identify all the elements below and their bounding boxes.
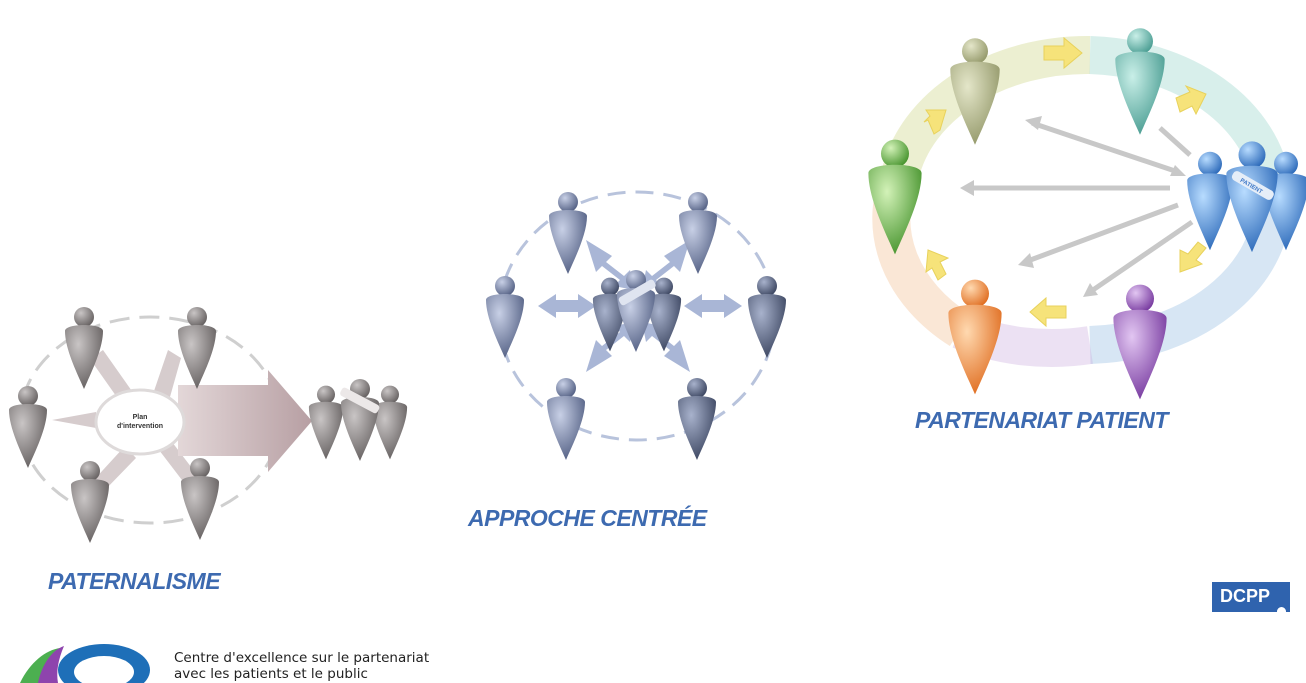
partner-patient-sash: [1231, 171, 1274, 200]
approche-double-arrows: [538, 240, 742, 372]
dcpp-badge: DCPP: [1212, 582, 1290, 612]
paternalisme-family-right-figure: [372, 385, 408, 460]
approche-specialist-figure: [748, 276, 786, 358]
partenariat-link-heads: [960, 116, 1186, 297]
plan-intervention-hub: [94, 388, 186, 456]
footer-line-1: Centre d'excellence sur le partenariat: [174, 650, 430, 666]
partenariat-cycle-arrows: [923, 36, 1207, 328]
footer-organization-name: Centre d'excellence sur le partenariat a…: [174, 650, 429, 682]
approche-centree-diagram: [486, 190, 786, 460]
logo-ring-center: [74, 656, 134, 683]
paternalisme-diagram: Plan d'intervention: [9, 307, 408, 543]
approche-patient-sash: [618, 279, 656, 306]
approche-doctor-figure: [549, 192, 587, 274]
partenariat-patient-title: PARTENARIAT PATIENT: [915, 407, 1168, 433]
centre-excellence-logo: [20, 644, 150, 683]
approche-professional-figure: [486, 276, 524, 358]
approche-centree-title: APPROCHE CENTRÉE: [468, 505, 707, 531]
logo-purple-shape: [38, 646, 64, 683]
paternalisme-doctor-figure: [65, 307, 103, 389]
partner-family-left-figure: [1187, 151, 1233, 251]
paternalisme-professional-figure: [9, 386, 47, 468]
partner-nurse-figure: [948, 279, 1002, 395]
partenariat-diagram: PATIENT: [868, 28, 1306, 400]
approche-nurse-figure: [547, 378, 585, 460]
plan-intervention-label-2: d'intervention: [117, 423, 163, 430]
footer-line-2: avec les patients et le public: [174, 666, 368, 682]
paternalisme-large-arrow: [178, 370, 312, 472]
approche-clinician-figure: [679, 192, 717, 274]
partenariat-center-links: [968, 120, 1194, 295]
dcpp-badge-text: DCPP: [1220, 586, 1271, 606]
plan-intervention-label-1: Plan: [133, 414, 148, 421]
paternalisme-patient-sash: [340, 387, 380, 414]
partner-surgeon-figure: [1113, 284, 1167, 400]
paternalisme-title: PATERNALISME: [48, 568, 221, 594]
approche-surgeon-figure: [678, 378, 716, 460]
paternalisme-family-left-figure: [308, 385, 344, 460]
